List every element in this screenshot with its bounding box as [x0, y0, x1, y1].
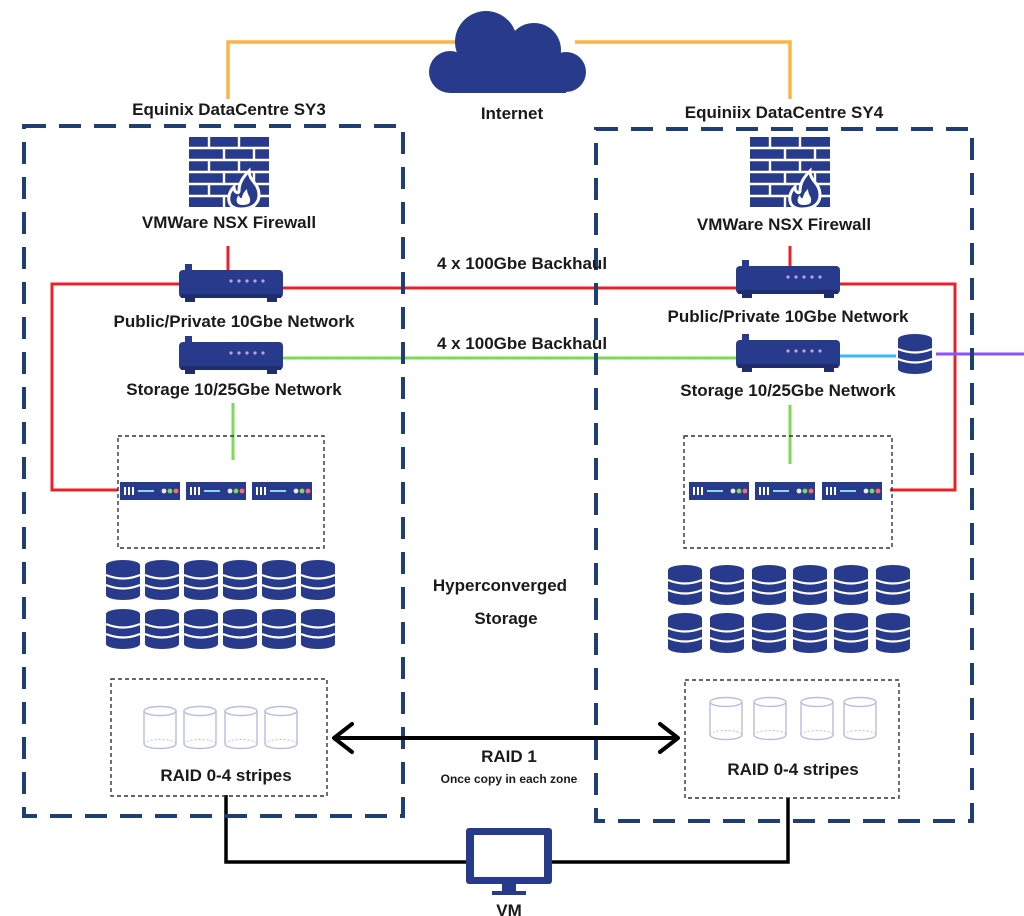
rack-server-icon: [252, 482, 312, 500]
cloud-icon: [429, 11, 586, 93]
server-cluster-box: [117, 435, 325, 549]
public-loop-right: [838, 282, 957, 492]
vm-link-right: [552, 798, 790, 864]
zone-title: Equinix DataCentre SY3: [132, 100, 326, 119]
raid-label: RAID 0-4 stripes: [727, 760, 858, 779]
public-loop-left: [50, 282, 180, 492]
database-disk-icon: [104, 558, 142, 602]
database-disk-icon: [832, 611, 870, 655]
raid-label: RAID 0-4 stripes: [160, 766, 291, 785]
rack-server-icon: [186, 482, 246, 500]
raid-stripe-box: [684, 679, 900, 799]
storage-switch-icon: [179, 336, 283, 374]
database-disk-icon: [182, 607, 220, 651]
public-backhaul-label: 4 x 100Gbe Backhaul: [437, 254, 607, 273]
database-disk-icon: [104, 607, 142, 651]
raid-stripe-disk-icon: [843, 696, 877, 741]
firewall-icon: [187, 135, 271, 211]
firewall-label: VMWare NSX Firewall: [142, 213, 316, 232]
rack-server-icon: [755, 482, 815, 500]
database-disk-icon: [708, 611, 746, 655]
rack-server-icon: [120, 482, 180, 500]
database-disk-icon: [221, 558, 259, 602]
public-network-label: Public/Private 10Gbe Network: [114, 312, 355, 331]
internet-link-right: [575, 40, 792, 99]
external-database-disk-icon: [896, 332, 934, 376]
raid1-sublabel: Once copy in each zone: [441, 772, 578, 786]
raid-stripe-disk-icon: [183, 705, 217, 750]
database-disk-icon: [791, 563, 829, 607]
database-disk-icon: [221, 607, 259, 651]
storage-switch-icon: [736, 334, 840, 372]
zone-right: Equiniix DataCentre SY4 VMWare NSX Firew…: [666, 103, 934, 799]
hci-disk-array-right: [666, 563, 912, 655]
raid-stripe-box: [110, 678, 328, 797]
database-disk-icon: [666, 611, 704, 655]
storage-network-label: Storage 10/25Gbe Network: [126, 380, 342, 399]
database-disk-icon: [143, 607, 181, 651]
database-disk-icon: [299, 558, 337, 602]
vm-link-left: [224, 795, 466, 864]
public-network-label: Public/Private 10Gbe Network: [668, 307, 909, 326]
internet-link-left: [226, 40, 455, 99]
raid-stripe-disk-icon: [224, 705, 258, 750]
raid1-label: RAID 1: [481, 747, 537, 766]
server-cluster-box: [683, 435, 893, 549]
raid-stripe-disk-icon: [753, 696, 787, 741]
database-disk-icon: [260, 607, 298, 651]
storage-backhaul-label: 4 x 100Gbe Backhaul: [437, 334, 607, 353]
database-disk-icon: [832, 563, 870, 607]
database-disk-icon: [791, 611, 829, 655]
network-switch-icon: [736, 260, 840, 298]
rack-server-icon: [689, 482, 749, 500]
zone-left: Equinix DataCentre SY3 VMWare NSX Firewa…: [104, 100, 355, 797]
hci-disk-array-left: [104, 558, 337, 651]
database-disk-icon: [750, 611, 788, 655]
database-disk-icon: [143, 558, 181, 602]
database-disk-icon: [182, 558, 220, 602]
zone-border-right: [594, 127, 974, 823]
connection-lines: [50, 40, 1024, 864]
raid1-double-arrow: [332, 722, 680, 754]
raid-stripe-disk-icon: [709, 696, 743, 741]
database-disk-icon: [750, 563, 788, 607]
database-disk-icon: [299, 607, 337, 651]
database-disk-icon: [666, 563, 704, 607]
network-switch-icon: [179, 264, 283, 302]
vm-label: VM: [496, 901, 522, 916]
database-disk-icon: [708, 563, 746, 607]
storage-network-label: Storage 10/25Gbe Network: [680, 381, 896, 400]
vm-monitor-icon: [466, 828, 552, 895]
database-disk-icon: [260, 558, 298, 602]
database-disk-icon: [874, 611, 912, 655]
database-disk-icon: [874, 563, 912, 607]
raid-stripe-disk-icon: [264, 705, 298, 750]
firewall-label: VMWare NSX Firewall: [697, 215, 871, 234]
hci-label-line2: Storage: [474, 609, 537, 628]
rack-server-icon: [822, 482, 882, 500]
firewall-icon: [748, 135, 832, 211]
raid-stripe-disk-icon: [800, 696, 834, 741]
raid-stripe-disk-icon: [143, 705, 177, 750]
zone-title: Equiniix DataCentre SY4: [685, 103, 884, 122]
zone-border-left: [22, 124, 405, 818]
hci-label-line1: Hyperconverged: [433, 576, 567, 595]
internet-label: Internet: [481, 104, 544, 123]
